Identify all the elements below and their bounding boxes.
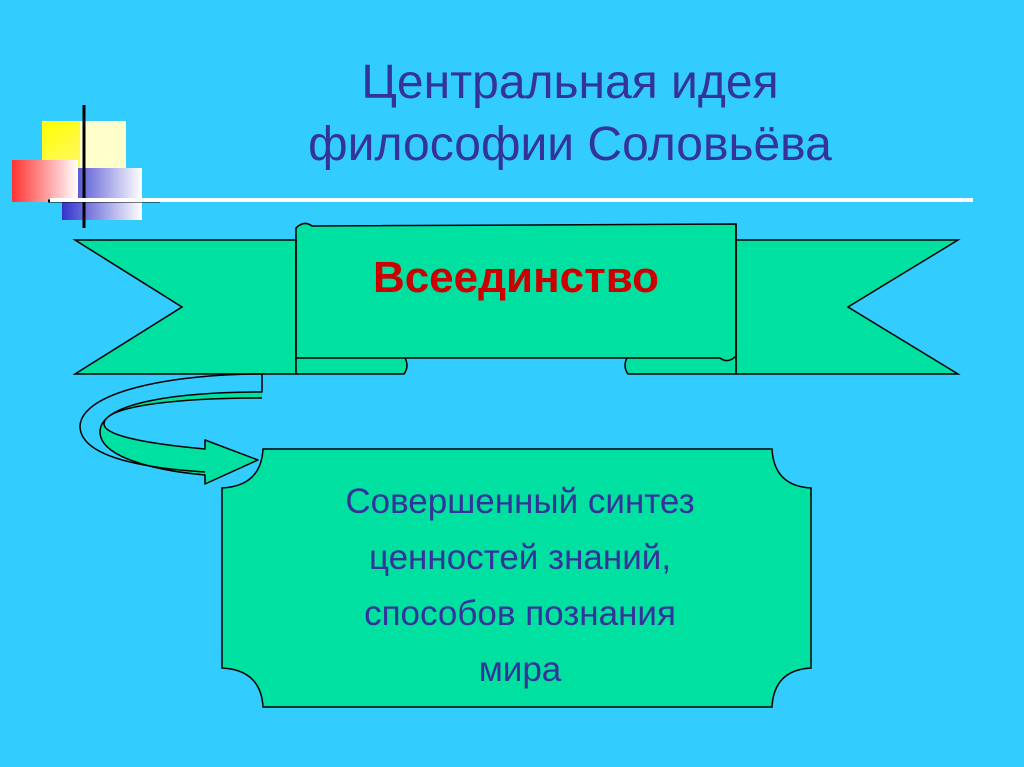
ribbon-right-tail [735, 239, 961, 375]
ribbon-banner [72, 222, 961, 375]
text-plaque [221, 448, 812, 708]
title-underline [50, 198, 973, 202]
banner-label: Всеединство [372, 253, 660, 302]
plaque-line-1: Совершенный синтез [345, 482, 695, 521]
curved-arrow-icon [99, 374, 263, 485]
red-square [12, 160, 78, 202]
plaque-line-3: способов познания [364, 594, 676, 633]
title-line-1: Центральная идея [361, 56, 779, 109]
slide-title: Центральная идея философии Соловьёва [190, 52, 950, 176]
ribbon-left-tail [72, 239, 297, 375]
light-yellow-square [80, 121, 126, 176]
plaque-line-2: ценностей знаний, [368, 538, 672, 577]
plaque-text: Совершенный синтез ценностей знаний, спо… [240, 474, 800, 698]
ribbon-right-fold [624, 355, 737, 375]
title-line-2: философии Соловьёва [308, 118, 832, 171]
plaque-line-4: мира [478, 650, 562, 689]
